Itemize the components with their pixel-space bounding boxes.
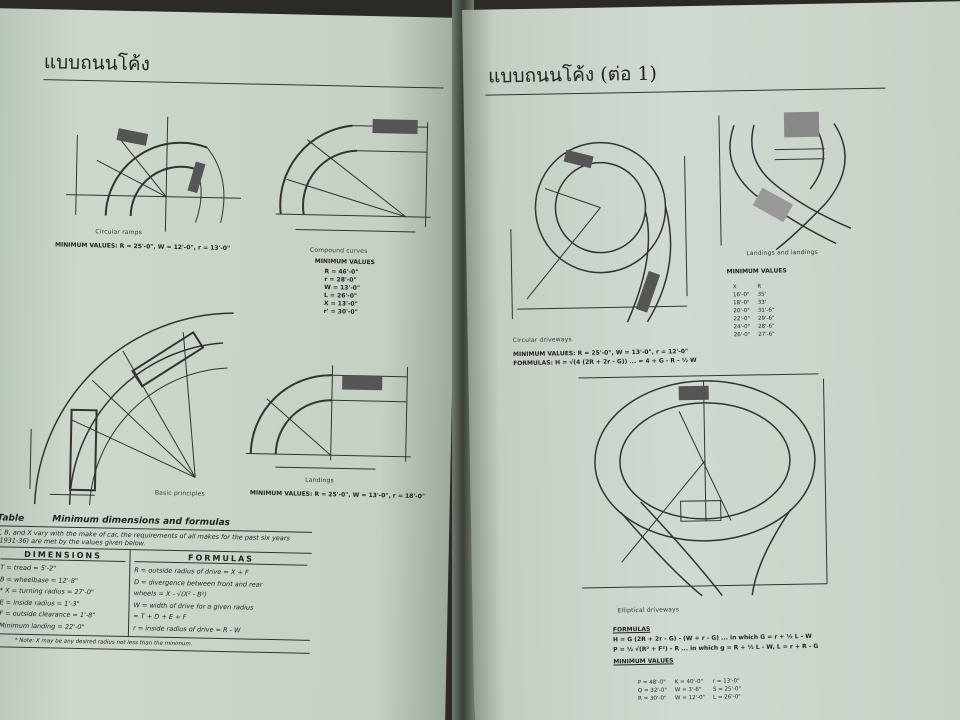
compound-min-1: R = 46'-0" — [324, 268, 359, 276]
formula-row: r = inside radius of drive = R - W — [132, 623, 241, 634]
circular-ramps-diagram — [66, 116, 242, 232]
landings-landings-min-title: MINIMUM VALUES — [726, 267, 787, 276]
elliptical-min-title: MINIMUM VALUES — [613, 657, 674, 666]
landings-caption: Landings — [305, 476, 334, 485]
elliptical-formulas: FORMULAS H = G (2R + 2r - G) - (W + r - … — [613, 622, 819, 668]
formulas-column: FORMULAS R = outside radius of drive = X… — [129, 550, 312, 640]
table-grid: DIMENSIONS T = tread = 5'-2" B = wheelba… — [0, 547, 312, 641]
left-page-title: แบบถนนโค้ง — [43, 51, 151, 76]
compound-min-3: W = 13'-0" — [324, 284, 361, 292]
table-cell: L = 26'-0" — [713, 694, 741, 701]
table-cell: 26'-0" — [733, 332, 751, 339]
basic-principles-diagram — [29, 312, 234, 506]
table-cell: W = 12'-0" — [674, 694, 706, 702]
table-label: Table — [0, 513, 25, 524]
right-page-title: แบบถนนโค้ง (ต่อ 1) — [487, 62, 658, 88]
dimensions-header: DIMENSIONS — [0, 549, 126, 562]
table-cell: R = 30'-0" — [637, 695, 667, 703]
landings-landings-diagram — [718, 111, 852, 251]
compound-curves-diagram — [275, 119, 431, 233]
circular-driveways-diagram — [510, 141, 688, 323]
landings-landings-caption: Landings and landings — [746, 248, 819, 258]
circular-driveways-caption: Circular driveways — [512, 336, 572, 345]
compound-min-4: L = 26'-0" — [323, 292, 358, 300]
left-page: แบบถนนโค้ง Circular ramps MINIMUM VALUES… — [0, 8, 460, 720]
table-row: 26'-0" 27'-6" — [730, 331, 779, 340]
elliptical-min-values: P = 48'-0"K = 40'-0"r = 13'-0" Q = 32'-0… — [634, 677, 746, 703]
compound-curves-caption: Compound curves — [309, 246, 368, 255]
left-title-rule — [43, 79, 444, 89]
dimensions-table: Table Minimum dimensions and formulas T,… — [0, 513, 313, 654]
landings-min-values: MINIMUM VALUES: R = 25'-0", W = 13'-0", … — [249, 489, 426, 501]
compound-min-6: r' = 30'-0" — [323, 308, 358, 316]
table-row: R = 30'-0" W = 12'-0" L = 26'-0" — [634, 693, 745, 703]
compound-min-5: X = 13'-0" — [323, 300, 358, 308]
table-cell: 27'-6" — [758, 331, 775, 338]
compound-curves-min-title: MINIMUM VALUES — [314, 257, 375, 267]
elliptical-driveways-diagram — [578, 373, 828, 597]
formulas-header: FORMULAS — [134, 552, 308, 566]
basic-principles-caption: Basic principles — [154, 489, 205, 498]
right-page: แบบถนนโค้ง (ต่อ 1) Circular driveways MI… — [462, 1, 960, 720]
landings-diagram — [245, 365, 411, 470]
dimensions-column: DIMENSIONS T = tread = 5'-2" B = wheelba… — [0, 547, 131, 637]
dimension-row: Minimum landing = 22'-0" — [0, 620, 85, 631]
compound-min-2: r = 28'-0" — [324, 276, 357, 284]
circular-ramps-caption: Circular ramps — [95, 228, 143, 237]
circular-driveways-formulas: FORMULAS: H = √(4 (2R + 2r - G)) ... = 4… — [513, 356, 697, 368]
elliptical-driveways-caption: Elliptical driveways — [617, 606, 680, 615]
